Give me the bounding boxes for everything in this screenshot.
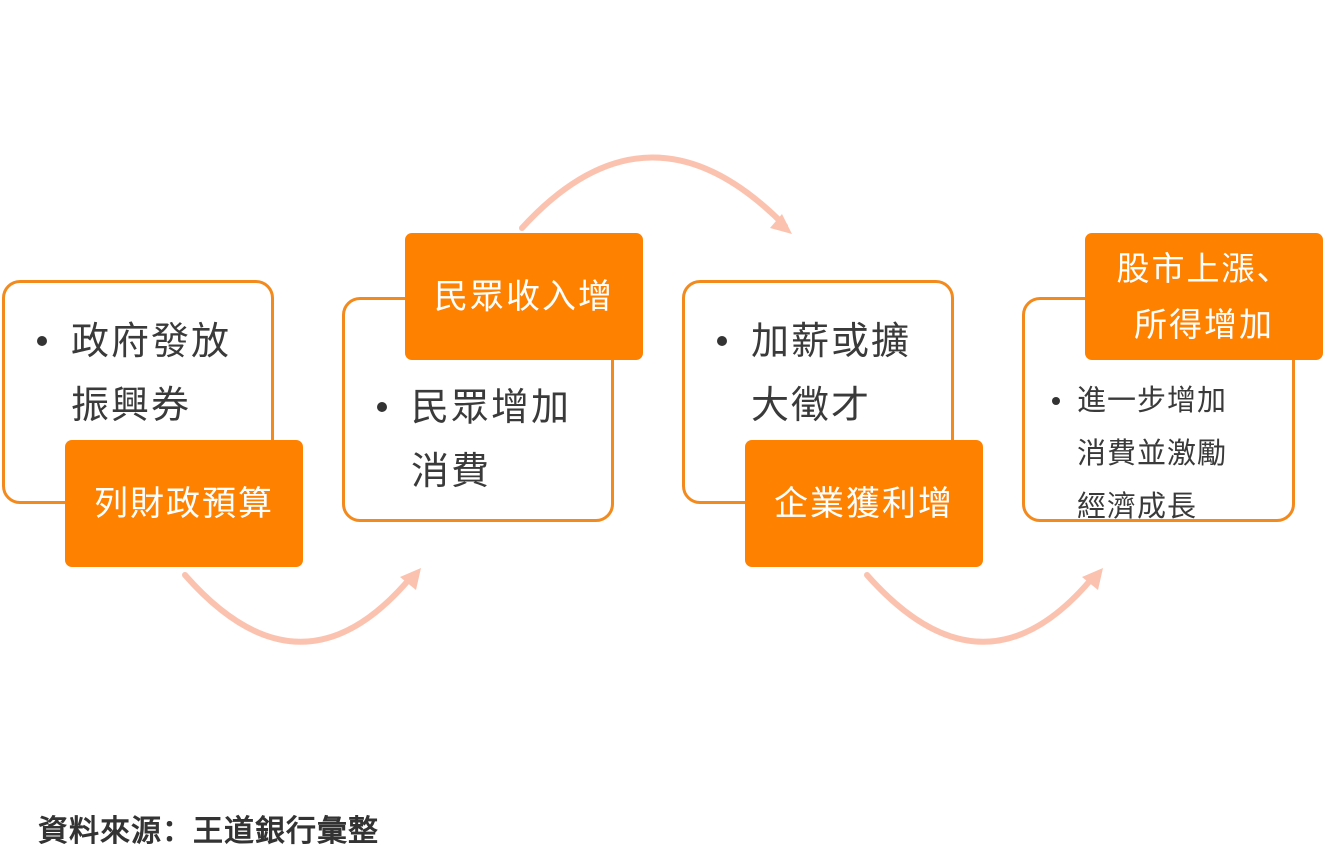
step-3-bullet: 加薪或擴大徵才 <box>713 309 927 437</box>
step-1-bullet: 政府發放振興券 <box>33 309 247 437</box>
step-4-tag: 股市上漲、 所得增加 <box>1085 233 1323 360</box>
arrow-step1-to-step2 <box>182 572 415 645</box>
step-2-tag: 民眾收入增 <box>405 233 643 360</box>
arrowhead-3 <box>1082 568 1103 590</box>
source-note: 資料來源：王道銀行彙整 <box>38 814 379 849</box>
arrow-step2-to-step3 <box>519 154 788 231</box>
step-2-bullets: 民眾增加消費 <box>373 375 587 503</box>
step-3-bullets: 加薪或擴大徵才 <box>713 309 927 437</box>
arrowhead-1 <box>400 568 421 590</box>
step-1-bullets: 政府發放振興券 <box>33 309 247 437</box>
step-4-bullets: 進一步增加消費並激勵經濟成長 <box>1049 374 1239 533</box>
step-4-bullet: 進一步增加消費並激勵經濟成長 <box>1049 374 1239 533</box>
step-2-bullet: 民眾增加消費 <box>373 375 587 503</box>
step-3-tag: 企業獲利增 <box>745 440 983 567</box>
step-1-tag: 列財政預算 <box>65 440 303 567</box>
arrow-step3-to-step4 <box>864 572 1097 645</box>
arrowhead-2 <box>770 214 792 234</box>
